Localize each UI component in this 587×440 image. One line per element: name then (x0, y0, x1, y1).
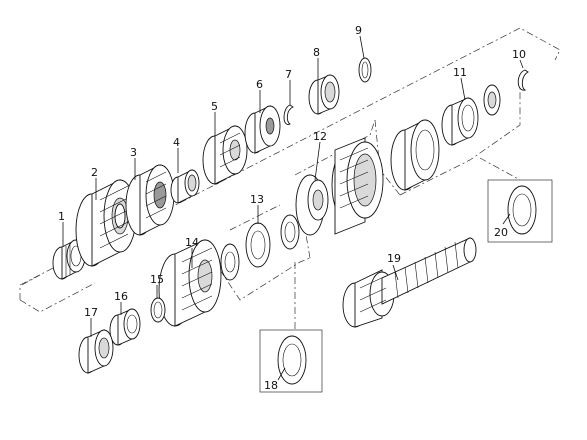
callout-8: 8 (313, 46, 320, 59)
gear-6 (244, 105, 281, 154)
callout-7: 7 (285, 68, 292, 81)
callout-19: 19 (387, 252, 401, 265)
synchro-cone-upper (390, 119, 440, 191)
callout-2: 2 (91, 166, 98, 179)
circlip-7 (283, 104, 294, 125)
gear-3 (125, 164, 175, 236)
needle-bearing-16 (109, 308, 141, 346)
assembly-boundary (19, 27, 561, 330)
callout-18: 18 (264, 379, 278, 392)
callout-9: 9 (355, 24, 362, 37)
inset-box-20 (487, 179, 553, 243)
callout-labels: 1 2 3 4 5 6 7 8 9 10 11 12 13 14 15 16 1… (58, 24, 526, 392)
callout-20: 20 (494, 226, 508, 239)
callout-12: 12 (313, 130, 327, 143)
gear-14 (158, 239, 240, 327)
callout-4: 4 (173, 136, 180, 149)
spacer-sleeve-4 (170, 169, 200, 204)
synchro-ring-13 (245, 214, 300, 268)
snap-ring-10 (517, 69, 529, 91)
callout-6: 6 (256, 78, 263, 91)
callout-3: 3 (130, 146, 137, 159)
callout-16: 16 (114, 290, 128, 303)
gear-2 (75, 179, 137, 267)
synchro-hub-12 (295, 137, 384, 236)
main-shaft-19 (342, 237, 477, 328)
callout-10: 10 (512, 48, 526, 61)
callout-15: 15 (150, 273, 164, 286)
callout-17: 17 (84, 306, 98, 319)
tapered-bearing-17 (78, 329, 114, 374)
gear-5 (202, 125, 248, 185)
callout-13: 13 (250, 193, 264, 206)
leader-lines (62, 35, 524, 381)
callout-11: 11 (453, 66, 467, 79)
synchro-ring-11 (441, 84, 501, 146)
callout-14: 14 (185, 236, 199, 249)
bearing-8 (308, 74, 340, 115)
ring-9 (358, 57, 372, 83)
inset-box-18 (259, 329, 323, 393)
ring-15 (150, 297, 166, 323)
callout-1: 1 (58, 210, 65, 223)
callout-5: 5 (211, 100, 218, 113)
